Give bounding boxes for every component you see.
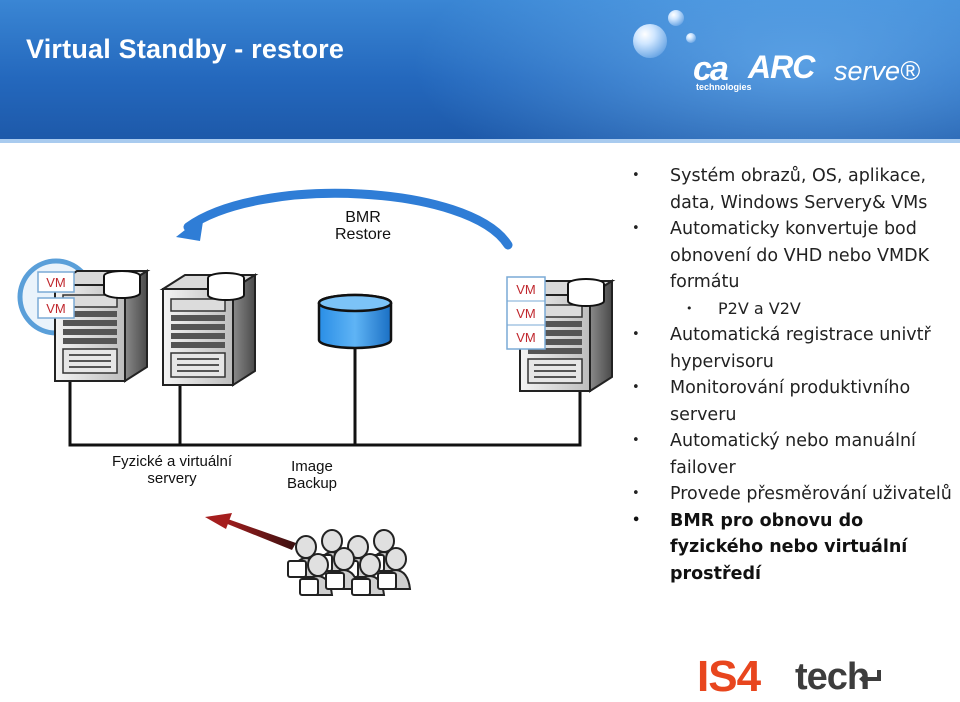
architecture-diagram: VM VM VM VM VM BMR Rest — [0, 145, 620, 645]
header-banner: Virtual Standby - restore ca technologie… — [0, 0, 960, 143]
arcserve-logo-serve: serve® — [834, 56, 920, 86]
bmr-arrow-head-icon — [176, 215, 204, 241]
vm-label: VM — [46, 301, 66, 316]
return-arrow-icon — [859, 670, 881, 686]
decorative-bubble-tiny-icon — [686, 33, 696, 43]
user-redirect-arrow — [222, 517, 296, 550]
disk-icon — [207, 272, 245, 301]
ca-logo-subtitle: technologies — [696, 82, 752, 92]
servers-label: Fyzické a virtuální servery — [92, 453, 252, 487]
decorative-bubble-small-icon — [668, 10, 684, 26]
bmr-label-line: BMR — [345, 209, 381, 226]
arcserve-logo-arc: ARC — [748, 49, 815, 85]
restore-label-line: Restore — [334, 226, 392, 243]
feature-list: Systém obrazů, OS, aplikace, data, Windo… — [630, 163, 958, 587]
backup-storage-icon — [317, 293, 393, 350]
is4tech-logo-is4: IS4 — [697, 652, 761, 701]
feature-item: Systém obrazů, OS, aplikace, data, Windo… — [630, 163, 958, 216]
feature-item: Automaticky konvertuje bod obnovení do V… — [630, 216, 958, 296]
users-group-icon — [287, 529, 411, 596]
feature-subitem: P2V a V2V — [630, 296, 958, 323]
vm-label: VM — [46, 275, 66, 290]
header-bottom-band — [0, 139, 960, 143]
feature-item-bold: BMR pro obnovu do fyzického nebo virtuál… — [630, 508, 958, 588]
feature-item: Provede přesměrování uživatelů — [630, 481, 958, 508]
servers-label-line2: servery — [147, 470, 197, 487]
bmr-restore-label: BMR Restore — [318, 209, 408, 243]
backup-label-line: Backup — [286, 475, 338, 492]
feature-item: Monitorování produktivního serveru — [630, 375, 958, 428]
redirect-arrow-head-icon — [205, 513, 232, 529]
diagram-graphics: VM VM VM VM VM — [17, 188, 613, 596]
vm-label: VM — [516, 282, 536, 297]
image-backup-label: Image Backup — [262, 458, 362, 492]
feature-item: Automatický nebo manuální failover — [630, 428, 958, 481]
page-title: Virtual Standby - restore — [26, 34, 345, 64]
disk-icon — [103, 270, 141, 299]
vm-label: VM — [516, 330, 536, 345]
disk-icon — [567, 278, 605, 307]
feature-item: Automatická registrace univtř hypervisor… — [630, 322, 958, 375]
bmr-restore-arrow — [183, 188, 513, 250]
is4tech-logo-tech: tech — [795, 656, 870, 698]
ca-logo: ca — [693, 50, 729, 88]
image-label-line: Image — [291, 458, 333, 475]
decorative-bubble-icon — [633, 24, 667, 58]
servers-label-line1: Fyzické a virtuální — [111, 453, 233, 470]
vm-label: VM — [516, 306, 536, 321]
